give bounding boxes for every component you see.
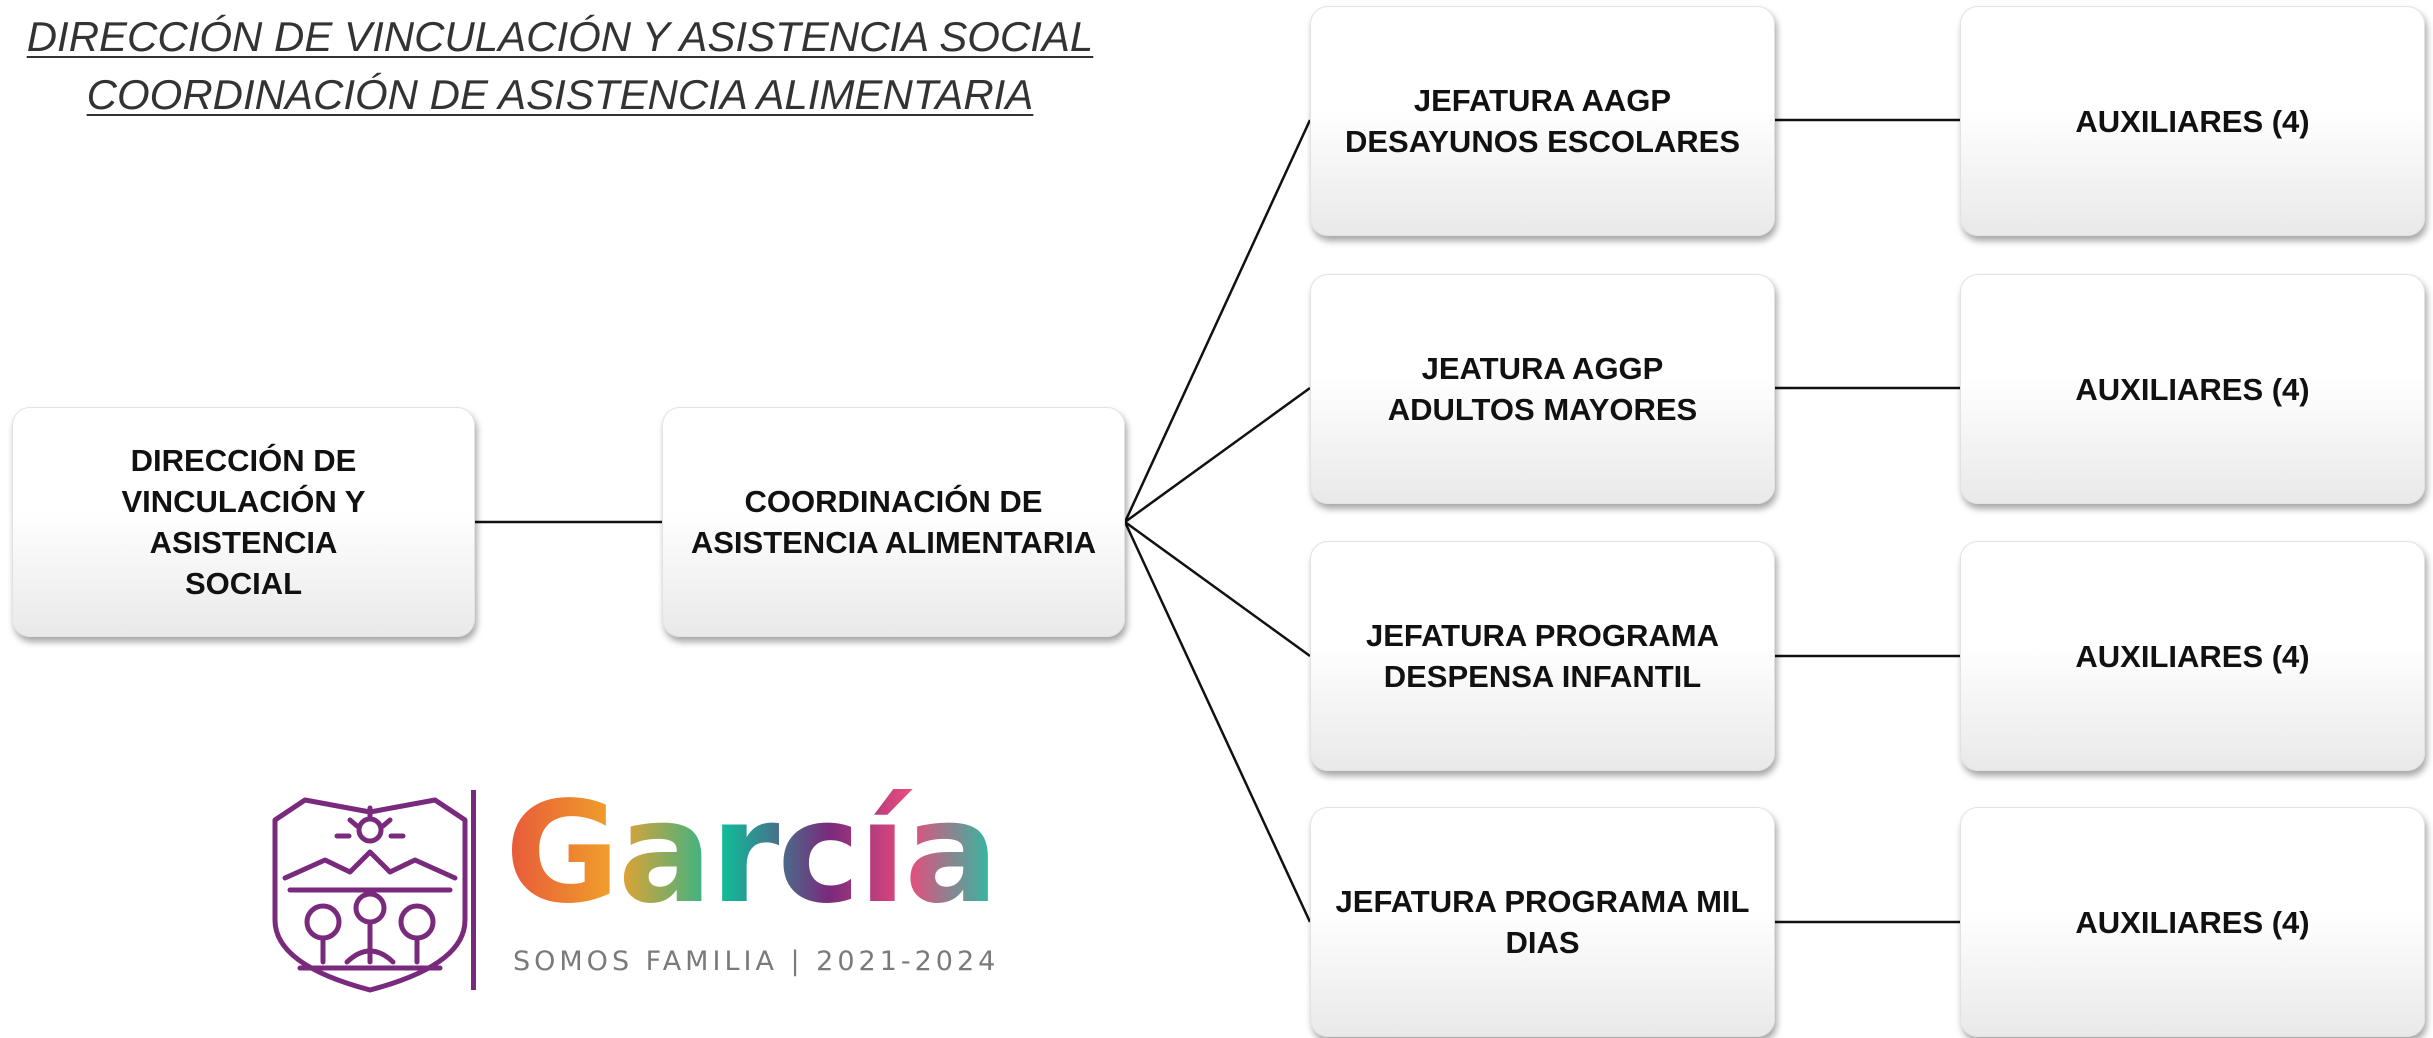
department-node-1: JEFATURA AAGP DESAYUNOS ESCOLARES — [1310, 6, 1775, 236]
logo-tagline: SOMOS FAMILIA | 2021-2024 — [513, 946, 1000, 977]
connector-coordination-dept-1 — [1123, 119, 1312, 523]
logo-wordmark: García — [505, 772, 999, 935]
connector-coordination-dept-4 — [1123, 521, 1312, 923]
department-node-2: JEATURA AGGP ADULTOS MAYORES — [1310, 274, 1775, 504]
title-line-1: DIRECCIÓN DE VINCULACIÓN Y ASISTENCIA SO… — [26, 13, 1094, 60]
staff-node-3: AUXILIARES (4) — [1960, 541, 2425, 771]
logo-divider — [471, 790, 476, 990]
connector-coordination-dept-2 — [1124, 386, 1311, 524]
garcia-logo: García SOMOS FAMILIA | 2021-2024 — [265, 774, 999, 1000]
root-node: DIRECCIÓN DE VINCULACIÓN Y ASISTENCIA SO… — [12, 407, 475, 637]
staff-node-4: AUXILIARES (4) — [1960, 807, 2425, 1037]
page-title: DIRECCIÓN DE VINCULACIÓN Y ASISTENCIA SO… — [20, 8, 1100, 124]
municipal-shield-icon — [272, 797, 468, 993]
title-line-2: COORDINACIÓN DE ASISTENCIA ALIMENTARIA — [86, 71, 1034, 118]
connector-coordination-dept-3 — [1124, 520, 1311, 658]
staff-node-1: AUXILIARES (4) — [1960, 6, 2425, 236]
department-node-3: JEFATURA PROGRAMA DESPENSA INFANTIL — [1310, 541, 1775, 771]
staff-node-2: AUXILIARES (4) — [1960, 274, 2425, 504]
coordination-node: COORDINACIÓN DE ASISTENCIA ALIMENTARIA — [662, 407, 1125, 637]
department-node-4: JEFATURA PROGRAMA MIL DIAS — [1310, 807, 1775, 1037]
